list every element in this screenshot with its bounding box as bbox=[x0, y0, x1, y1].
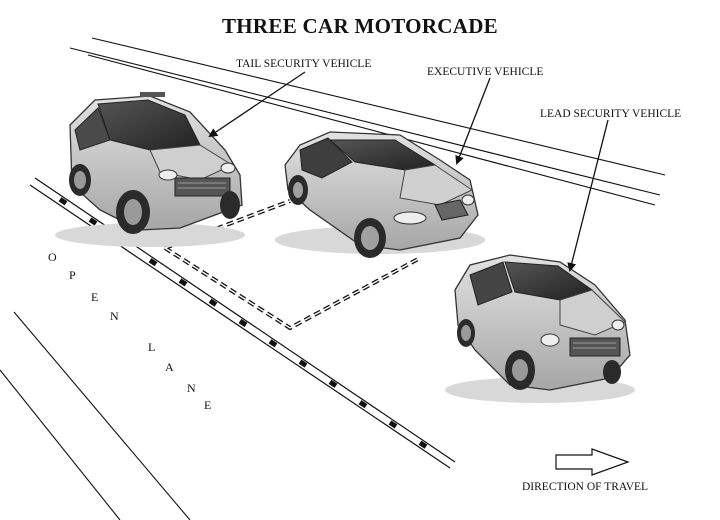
lane-dash bbox=[178, 278, 188, 287]
open-lane-letter: P bbox=[69, 268, 76, 282]
tail-vehicle-label: TAIL SECURITY VEHICLE bbox=[236, 58, 372, 70]
direction-arrow bbox=[555, 448, 630, 476]
direction-of-travel-label: DIRECTION OF TRAVEL bbox=[522, 481, 649, 493]
lane-dash bbox=[268, 339, 278, 348]
lane-dash bbox=[208, 298, 218, 307]
executive-leader-line bbox=[455, 77, 491, 165]
tail-security-vehicle bbox=[55, 92, 245, 247]
curb-lines bbox=[0, 311, 191, 520]
lead-vehicle-label: LEAD SECURITY VEHICLE bbox=[540, 108, 682, 120]
lane-dash bbox=[238, 318, 248, 328]
lane-dash bbox=[58, 197, 68, 206]
lane-dash bbox=[418, 440, 428, 449]
open-lane-letter: O bbox=[48, 250, 57, 264]
road-edge-lines bbox=[69, 37, 666, 206]
tail-leader-line bbox=[208, 71, 306, 138]
diagram-title: THREE CAR MOTORCADE bbox=[221, 14, 498, 38]
executive-vehicle-label: EXECUTIVE VEHICLE bbox=[427, 66, 544, 78]
lane-dash bbox=[328, 379, 338, 388]
open-lane-letter: N bbox=[110, 309, 119, 323]
open-lane-letter: E bbox=[204, 398, 212, 412]
lane-dash bbox=[298, 359, 308, 368]
open-lane-letter: N bbox=[187, 381, 196, 395]
lead-security-vehicle bbox=[445, 254, 635, 403]
open-lane-letter: L bbox=[148, 340, 156, 354]
lane-dash bbox=[88, 217, 98, 226]
open-lane-letter: E bbox=[91, 290, 99, 304]
leader-lines bbox=[208, 71, 609, 272]
lane-dash bbox=[148, 258, 158, 267]
executive-vehicle bbox=[275, 131, 485, 258]
lane-dash bbox=[388, 420, 398, 429]
lead-leader-line bbox=[567, 119, 609, 272]
lane-dash bbox=[358, 400, 368, 409]
open-lane-letter: A bbox=[165, 360, 174, 374]
